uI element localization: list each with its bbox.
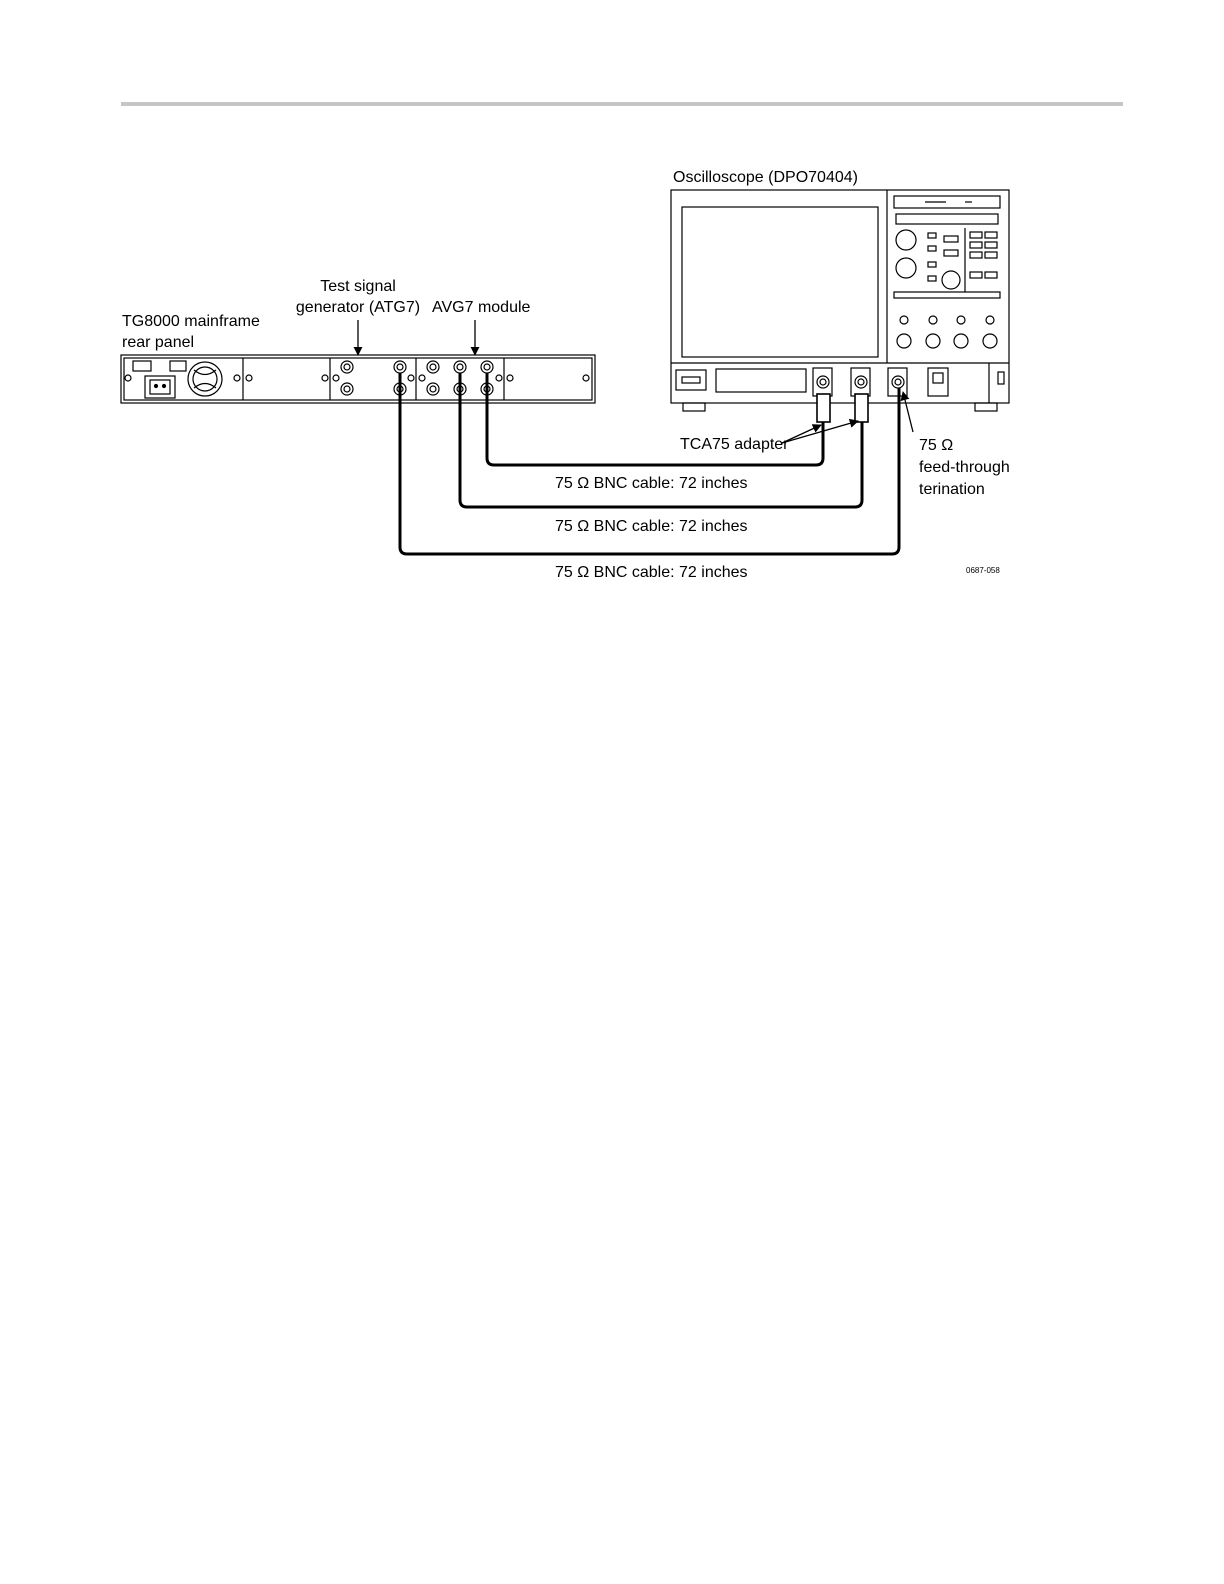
termination-label-line1: 75 Ω bbox=[919, 437, 953, 454]
oscilloscope-label: Oscilloscope (DPO70404) bbox=[673, 169, 858, 186]
termination-label-line2: feed-through bbox=[919, 459, 1010, 476]
cable-label-2: 75 Ω BNC cable: 72 inches bbox=[555, 518, 748, 535]
termination-label-line3: terination bbox=[919, 481, 985, 498]
tg8000-rear-panel bbox=[121, 355, 595, 403]
cable-label-3: 75 Ω BNC cable: 72 inches bbox=[555, 564, 748, 581]
cable-label-1: 75 Ω BNC cable: 72 inches bbox=[555, 475, 748, 492]
avg7-label: AVG7 module bbox=[432, 299, 531, 316]
oscilloscope-front bbox=[671, 190, 1009, 411]
mainframe-label-line1: TG8000 mainframe bbox=[122, 313, 260, 330]
tca75-adapter-label: TCA75 adapter bbox=[680, 436, 789, 453]
atg7-label-line2: generator (ATG7) bbox=[296, 299, 420, 316]
atg7-label-line1: Test signal bbox=[320, 278, 396, 295]
figure-id: 0687-058 bbox=[966, 566, 1000, 575]
mainframe-label-line2: rear panel bbox=[122, 334, 194, 351]
connection-diagram: TG8000 mainframe rear panel Test signal … bbox=[0, 0, 1224, 640]
